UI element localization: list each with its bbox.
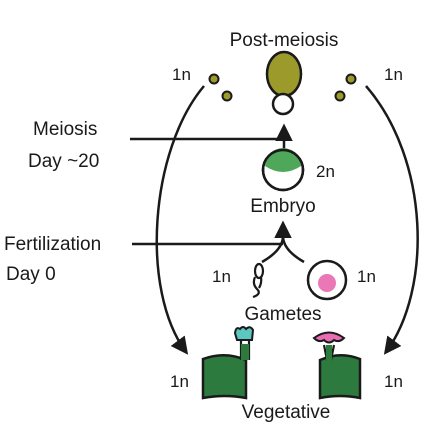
sperm-icon: [252, 262, 265, 299]
ploidy-vegetative-right: 1n: [384, 372, 403, 391]
vegetative-female-thallus: [312, 331, 362, 400]
fertilization-label: Fertilization: [4, 234, 101, 255]
embryo-icon: [261, 148, 305, 192]
ploidy-embryo: 2n: [316, 162, 335, 181]
meiosis-day-label: Day ~20: [28, 151, 99, 172]
left-cycle-arrow: [155, 85, 205, 355]
vegetative-label: Vegetative: [242, 402, 331, 423]
ploidy-vegetative-left: 1n: [170, 372, 189, 391]
spores-right: [334, 73, 357, 102]
meiosis-label: Meiosis: [33, 119, 97, 140]
ploidy-spores-left: 1n: [172, 65, 191, 84]
meiosis-arrow: [130, 123, 293, 158]
sporophyte-capsule: [265, 50, 303, 116]
egg-icon: [306, 259, 348, 301]
ploidy-spores-right: 1n: [384, 65, 403, 84]
vegetative-male-thallus: [201, 326, 255, 400]
fertilization-day-label: Day 0: [6, 264, 56, 285]
ploidy-male-gamete: 1n: [212, 267, 231, 286]
gametes-label: Gametes: [244, 304, 321, 325]
embryo-label: Embryo: [250, 196, 315, 217]
ploidy-female-gamete: 1n: [357, 267, 376, 286]
right-cycle-arrow: [365, 85, 419, 355]
spores-left: [208, 73, 233, 102]
post-meiosis-label: Post-meiosis: [230, 30, 339, 51]
